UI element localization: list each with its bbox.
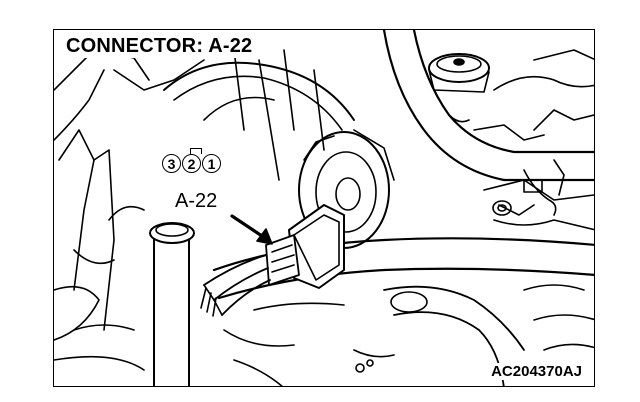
pin-3: 3 xyxy=(162,154,181,173)
connector-key-tab xyxy=(190,148,202,154)
figure-code: AC204370AJ xyxy=(489,363,584,380)
connector-title: CONNECTOR: A-22 xyxy=(63,34,256,58)
connector-pin-diagram: 3 2 1 xyxy=(162,148,221,173)
diagram-frame: CONNECTOR: A-22 3 2 1 A-22 AC204370AJ xyxy=(53,29,595,387)
pin-2: 2 xyxy=(182,154,201,173)
pin-1: 1 xyxy=(202,154,221,173)
connector-label: A-22 xyxy=(173,190,220,212)
engine-bay-illustration xyxy=(54,30,594,386)
